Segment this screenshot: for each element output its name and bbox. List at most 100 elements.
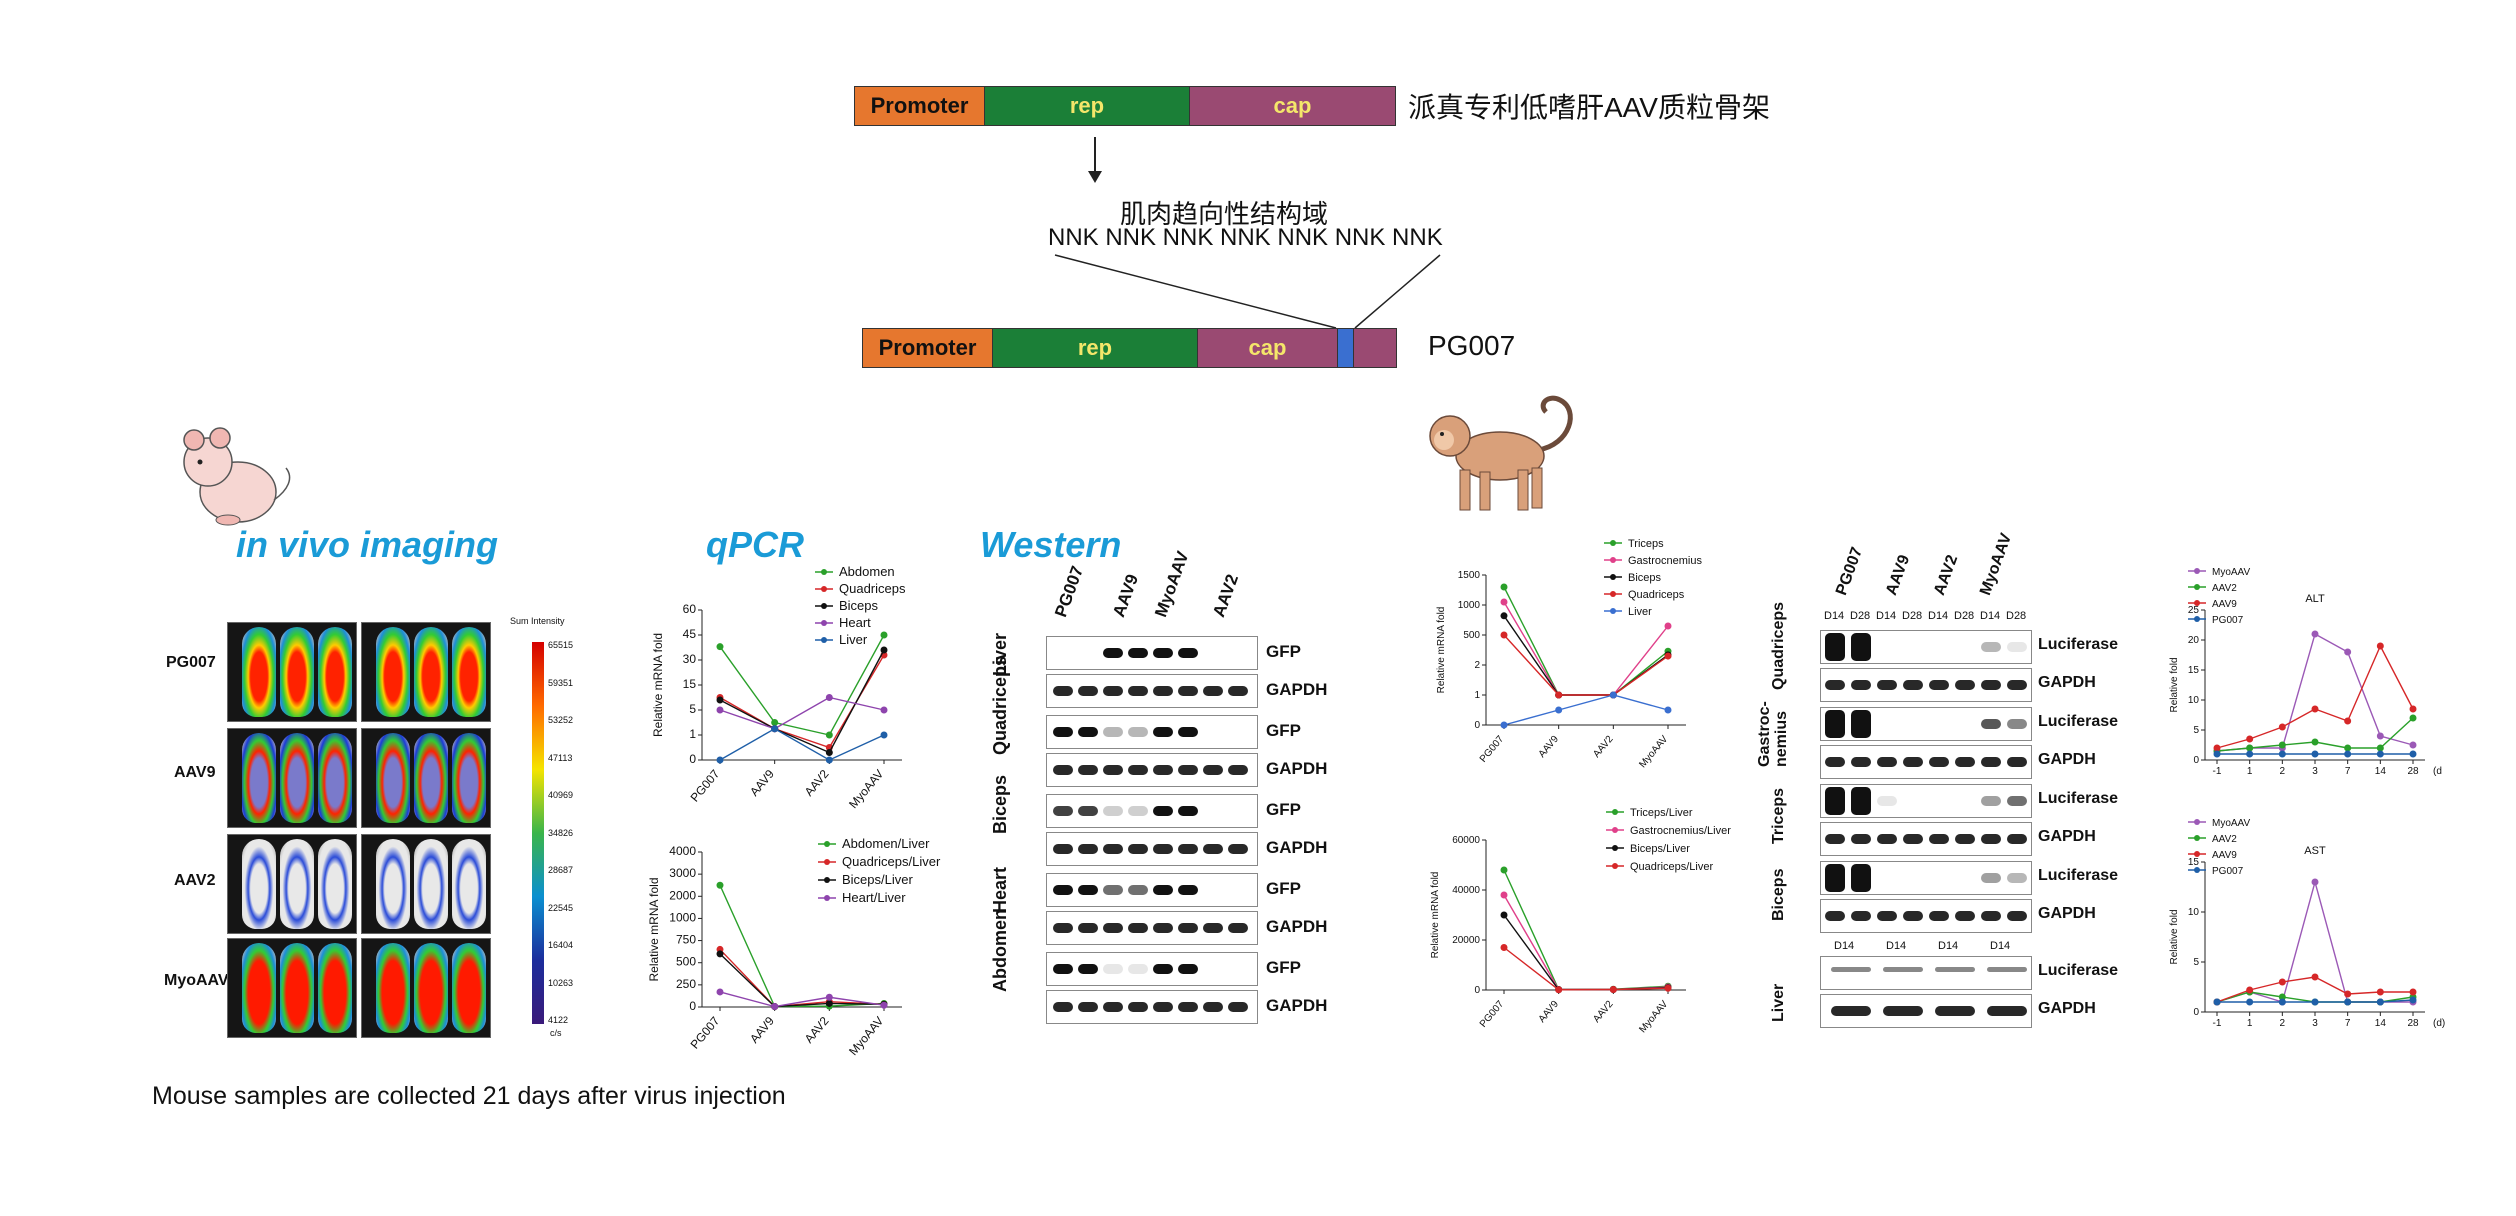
y-tick-label: 1: [689, 727, 696, 741]
blot-protein-label: GAPDH: [2038, 905, 2096, 922]
rep-segment: rep: [993, 329, 1198, 367]
x-tick-label: 14: [2375, 1018, 2387, 1029]
x-tick-label: MyoAAV: [846, 767, 886, 810]
blot-tissue-label: Quadriceps: [1770, 601, 1787, 690]
blot-band: [1053, 964, 1073, 974]
legend-marker: [1612, 845, 1618, 851]
y-tick-label: 1000: [669, 910, 696, 924]
series-line: [2216, 717, 2414, 752]
data-point: [1664, 706, 1672, 714]
blot-band: [1877, 680, 1897, 690]
blot-band: [1903, 911, 1923, 921]
blot-day-label: D28: [1954, 610, 1975, 622]
mouse-silhouette: [414, 733, 448, 823]
blot-band: [2007, 642, 2027, 652]
top-construct: Promoter rep cap: [854, 86, 1396, 126]
blot-band: [1128, 765, 1148, 775]
mouse-silhouette: [280, 839, 314, 929]
y-tick-label: 0: [2193, 755, 2199, 766]
blot-strip: [1820, 822, 2032, 856]
blot-protein-label: GFP: [1266, 800, 1301, 819]
series-line: [1503, 894, 1669, 991]
blot-band: [1178, 964, 1198, 974]
data-point: [1555, 706, 1563, 714]
legend-label: Liver: [839, 632, 868, 647]
legend-label: Gastrocnemius/Liver: [1630, 825, 1731, 837]
blot-band: [1078, 964, 1098, 974]
scale-tick: 10263: [548, 977, 574, 988]
cap-segment: cap: [1190, 87, 1395, 125]
blot-protein-label: GAPDH: [1266, 838, 1328, 857]
imaging-row-label: AAV9: [174, 764, 216, 781]
x-tick-label: 2: [2280, 766, 2286, 777]
legend-label: Liver: [1628, 606, 1652, 618]
legend-marker: [821, 569, 827, 575]
blot-protein-label: Luciferase: [2038, 636, 2119, 653]
blot-band: [1078, 765, 1098, 775]
scale-tick: 59351: [548, 677, 574, 688]
blot-band: [1825, 710, 1845, 738]
blot-band: [1851, 911, 1871, 921]
blot-day-label: D14: [1876, 610, 1897, 622]
blot-band: [1128, 844, 1148, 854]
y-tick-label: 2: [1474, 660, 1480, 671]
data-point: [2213, 998, 2221, 1006]
blot-tissue-label: Gastroc- nemius: [1756, 701, 1790, 767]
blot-band: [1935, 1006, 1975, 1016]
blot-strip: [1046, 952, 1258, 986]
data-point: [1500, 866, 1508, 874]
y-tick-label: 1500: [1458, 570, 1481, 581]
chart-title: AST: [2304, 845, 2326, 857]
blot-band: [2007, 911, 2027, 921]
data-point: [1555, 986, 1563, 994]
y-tick-label: 20000: [1452, 935, 1480, 946]
mouse-silhouette: [242, 733, 276, 823]
data-point: [716, 706, 724, 714]
mouse-silhouette: [376, 943, 410, 1033]
muscle-domain-insert: [1338, 329, 1354, 367]
qpcr-title: qPCR: [706, 524, 804, 565]
y-tick-label: 0: [689, 752, 696, 766]
blot-band: [1877, 911, 1897, 921]
data-point: [1500, 598, 1508, 606]
blot-group-label: MyoAAV: [1977, 531, 2016, 598]
blot-strip: [1046, 715, 1258, 749]
series-line: [719, 953, 885, 1008]
blot-protein-label: GAPDH: [1266, 759, 1328, 778]
blot-band: [1178, 686, 1198, 696]
data-point: [716, 988, 724, 996]
blot-band: [1929, 911, 1949, 921]
mouse-silhouette: [318, 839, 352, 929]
rep-segment: rep: [985, 87, 1190, 125]
series-line: [1503, 694, 1669, 726]
blot-band: [1078, 844, 1098, 854]
series-line: [719, 727, 885, 761]
mouse-silhouette: [452, 733, 486, 823]
legend-label: Biceps: [839, 598, 879, 613]
data-point: [716, 643, 724, 651]
blot-band: [1877, 834, 1897, 844]
data-point: [825, 993, 833, 1001]
x-tick-label: -1: [2213, 1018, 2222, 1029]
blot-protein-label: GAPDH: [1266, 996, 1328, 1015]
mouse-silhouette: [414, 839, 448, 929]
scale-tick: 65515: [548, 640, 574, 650]
blot-band: [2007, 834, 2027, 844]
blot-band: [1103, 923, 1123, 933]
blot-band: [1203, 765, 1223, 775]
legend-marker: [1610, 557, 1616, 563]
blot-band: [1883, 1006, 1923, 1016]
mouse-silhouette: [280, 733, 314, 823]
data-point: [825, 749, 833, 756]
x-tick-label: 14: [2375, 766, 2387, 777]
y-tick-label: 60000: [1452, 835, 1480, 846]
legend-label: Heart: [839, 615, 871, 630]
data-point: [880, 631, 888, 639]
western-title: Western: [980, 524, 1122, 565]
mouse-silhouette: [376, 733, 410, 823]
blot-band: [1078, 727, 1098, 737]
blot-band: [1929, 680, 1949, 690]
